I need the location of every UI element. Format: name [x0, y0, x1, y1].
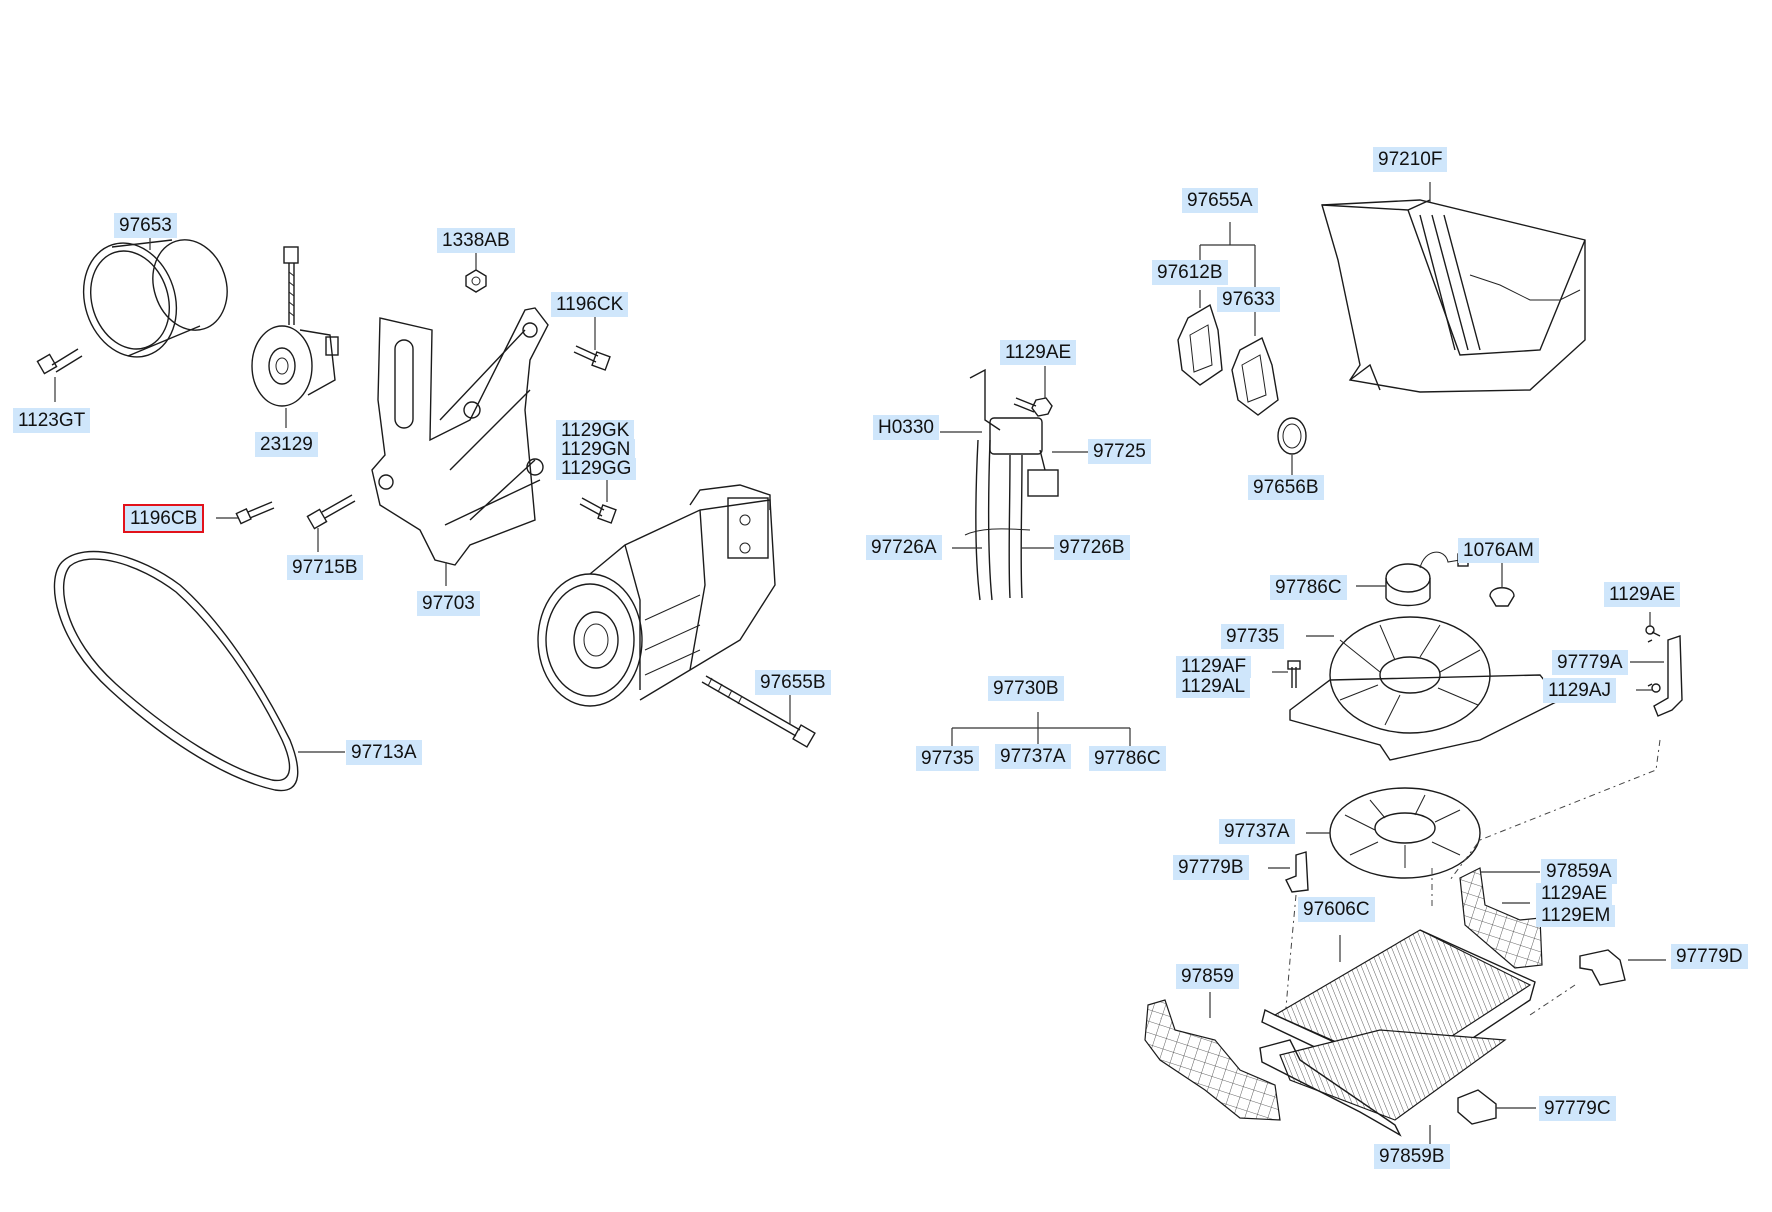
label-97656B[interactable]: 97656B: [1248, 475, 1324, 500]
label-1129AF[interactable]: 1129AF: [1176, 656, 1252, 678]
label-97633[interactable]: 97633: [1217, 287, 1280, 312]
bracket-97779A-drawing: [1449, 635, 1683, 881]
bracket-97779B-drawing: [1268, 851, 1309, 1021]
bracket-97779D-drawing: [1529, 949, 1666, 1016]
bolt-1196CK-drawing: [573, 312, 611, 371]
label-23129[interactable]: 23129: [255, 432, 318, 457]
label-97612B[interactable]: 97612B: [1152, 260, 1228, 285]
group-bracket-97730B: [951, 712, 1131, 748]
label-1129AE-top[interactable]: 1129AE: [1000, 340, 1077, 365]
label-1129AJ[interactable]: 1129AJ: [1543, 678, 1617, 703]
label-97735-group[interactable]: 97735: [916, 746, 979, 771]
label-97725[interactable]: 97725: [1088, 439, 1151, 464]
panel-97859-drawing: [1144, 992, 1281, 1121]
label-1076AM[interactable]: 1076AM: [1458, 538, 1539, 563]
idler-23129-drawing: [251, 246, 339, 428]
label-1129GN[interactable]: 1129GN: [556, 439, 636, 461]
label-97715B[interactable]: 97715B: [287, 555, 363, 580]
bracket-97703-drawing: [371, 307, 549, 586]
fan-97737A-drawing: [1306, 787, 1481, 879]
bracket-97779C-drawing: [1457, 1089, 1536, 1125]
label-97655B[interactable]: 97655B: [755, 670, 831, 695]
label-H0330[interactable]: H0330: [873, 415, 939, 440]
bolt-1123GT-drawing: [36, 348, 83, 402]
label-97653[interactable]: 97653: [114, 213, 177, 238]
label-97779B[interactable]: 97779B: [1173, 855, 1249, 880]
label-1129EM[interactable]: 1129EM: [1536, 905, 1616, 927]
label-1129GK[interactable]: 1129GK: [556, 420, 635, 442]
label-1338AB[interactable]: 1338AB: [437, 228, 515, 253]
label-97779A[interactable]: 97779A: [1552, 650, 1628, 675]
label-97730B[interactable]: 97730B: [988, 676, 1064, 701]
label-97786C[interactable]: 97786C: [1270, 575, 1347, 600]
belt-97713A-drawing: [53, 550, 345, 792]
condenser-97859B-drawing: [1259, 1029, 1507, 1148]
label-1129AE-lower[interactable]: 1129AE: [1536, 883, 1613, 905]
label-1196CK[interactable]: 1196CK: [551, 292, 629, 317]
label-97655A[interactable]: 97655A: [1182, 188, 1258, 213]
label-97737A-group[interactable]: 97737A: [995, 744, 1071, 769]
label-1129AL[interactable]: 1129AL: [1176, 676, 1251, 698]
bolt-1129AE-top-drawing: [1013, 366, 1053, 417]
label-97737A[interactable]: 97737A: [1219, 819, 1295, 844]
label-97779C[interactable]: 97779C: [1539, 1096, 1616, 1121]
label-97735[interactable]: 97735: [1221, 624, 1284, 649]
pulley-97653-drawing: [82, 228, 228, 358]
label-97859A[interactable]: 97859A: [1541, 859, 1617, 884]
label-97859[interactable]: 97859: [1176, 964, 1239, 989]
bolt-1129AF-drawing: [1272, 660, 1301, 688]
label-97786C-group[interactable]: 97786C: [1089, 746, 1166, 771]
label-97859B[interactable]: 97859B: [1374, 1144, 1450, 1169]
bolt-1129AJ-drawing: [1636, 683, 1661, 693]
label-97726A[interactable]: 97726A: [866, 535, 942, 560]
bolt-1196CB-drawing: [216, 501, 275, 525]
bolt-97655B-drawing: [701, 675, 816, 748]
compressor-drawing: [537, 484, 776, 707]
gasket-97633-drawing: [1231, 336, 1279, 416]
evaporator-97210F-drawing: [1321, 182, 1586, 393]
motor-97786C-drawing: [1356, 551, 1469, 607]
label-97726B[interactable]: 97726B: [1054, 535, 1130, 560]
shroud-97735-drawing: [1289, 616, 1562, 761]
label-97703[interactable]: 97703: [417, 591, 480, 616]
label-97606C[interactable]: 97606C: [1298, 897, 1375, 922]
nut-1338AB-drawing: [465, 252, 487, 293]
label-97779D[interactable]: 97779D: [1671, 944, 1748, 969]
label-1123GT[interactable]: 1123GT: [13, 408, 91, 433]
label-1129AE-right[interactable]: 1129AE: [1604, 582, 1681, 607]
gasket-97612B-drawing: [1177, 303, 1223, 386]
label-1129GG[interactable]: 1129GG: [556, 458, 637, 480]
label-1196CB[interactable]: 1196CB: [122, 504, 205, 533]
label-97210F[interactable]: 97210F: [1373, 147, 1448, 172]
seal-97656B-drawing: [1277, 417, 1307, 476]
bolt-1129AE-right-drawing: [1645, 612, 1661, 637]
label-97713A[interactable]: 97713A: [346, 740, 422, 765]
bolt-97715B-drawing: [306, 494, 356, 552]
pressure-switch-drawing: [940, 368, 1090, 601]
grommet-1076AM-drawing: [1489, 562, 1515, 607]
